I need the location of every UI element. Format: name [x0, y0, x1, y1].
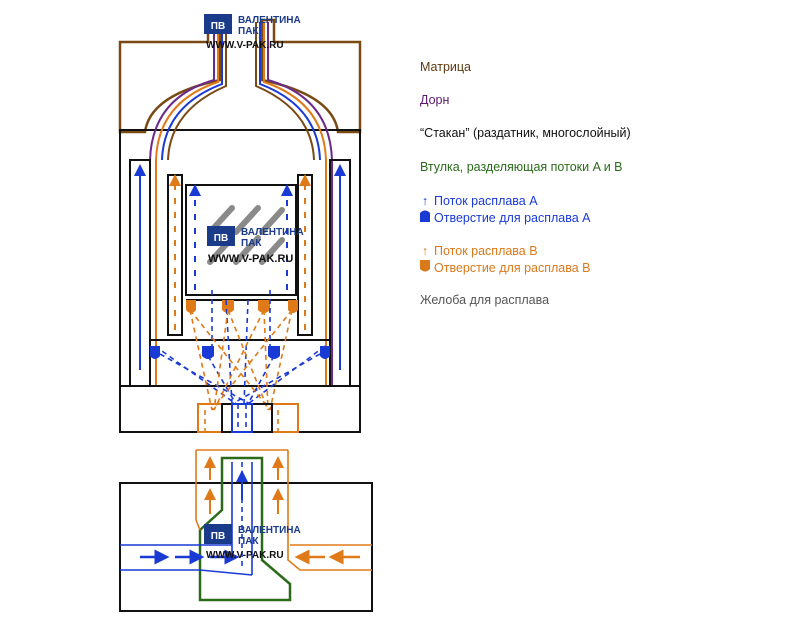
- watermark-bottom: ПВ ВАЛЕНТИНА ПАК WWW.V-PAK.RU: [204, 524, 301, 561]
- cup-walls: [129, 159, 351, 387]
- legend-hole-b: Отверстие для расплава B: [420, 260, 591, 276]
- legend-mandrel: Дорн: [420, 93, 449, 108]
- legend-die: Матрица: [420, 60, 471, 75]
- svg-text:ПВ: ПВ: [211, 21, 225, 32]
- legend-flow-a: ↑ Поток расплава A: [420, 194, 538, 209]
- legend-sleeve: Втулка, разделяющая потоки A и B: [420, 160, 622, 175]
- svg-text:ПВ: ПВ: [211, 531, 225, 542]
- legend-die-label: Матрица: [420, 60, 472, 74]
- holes-flow-a: [150, 346, 330, 359]
- svg-text:WWW.V-PAK.RU: WWW.V-PAK.RU: [206, 40, 284, 51]
- svg-text:WWW.V-PAK.RU: WWW.V-PAK.RU: [208, 253, 293, 265]
- flow-b-arrows-lower: [204, 456, 360, 565]
- mandrel-channel: [149, 22, 333, 385]
- hole-b-icon: [420, 260, 430, 276]
- up-arrow-icon: ↑: [421, 244, 429, 258]
- legend-hole-a-label: Отверстие для расплава A: [434, 211, 591, 225]
- flow-a-arrows-lower: [140, 470, 248, 565]
- svg-text:ВАЛЕНТИНА: ВАЛЕНТИНА: [241, 227, 304, 238]
- up-arrow-icon: ↑: [421, 194, 429, 208]
- legend-flow-a-label: Поток расплава A: [434, 194, 538, 208]
- holes-flow-b: [186, 300, 298, 313]
- hole-a-icon: [420, 210, 430, 226]
- svg-text:ВАЛЕНТИНА: ВАЛЕНТИНА: [238, 525, 301, 536]
- lower-body: [119, 482, 373, 612]
- watermark-top: ПВ ВАЛЕНТИНА ПАК WWW.V-PAK.RU: [204, 14, 301, 51]
- legend-channels-label: Желоба для расплава: [420, 293, 550, 307]
- legend-sleeve-label: Втулка, разделяющая потоки A и B: [420, 160, 623, 174]
- legend-mandrel-label: Дорн: [420, 93, 450, 107]
- watermark-middle: ПВ ВАЛЕНТИНА ПАК WWW.V-PAK.RU: [207, 226, 304, 265]
- lower-assembly: [119, 449, 373, 612]
- legend-flow-b: ↑ Поток расплава B: [420, 244, 538, 259]
- flow-arrows-upper: [134, 164, 346, 370]
- legend-flow-b-label: Поток расплава B: [434, 244, 538, 258]
- upper-assembly: [118, 18, 362, 433]
- legend-channels: Желоба для расплава: [420, 293, 549, 308]
- svg-text:ПВ: ПВ: [214, 233, 228, 244]
- svg-text:ПАК: ПАК: [238, 26, 259, 37]
- legend-cup-label: “Стакан” (раздатник, многослойный): [420, 126, 631, 140]
- legend-cup: “Стакан” (раздатник, многослойный): [420, 126, 631, 141]
- svg-text:ПАК: ПАК: [241, 238, 262, 249]
- legend-hole-b-label: Отверстие для расплава B: [434, 261, 591, 275]
- svg-text:ПАК: ПАК: [238, 536, 259, 547]
- flow-fan-lines: [154, 290, 326, 432]
- legend-hole-a: Отверстие для расплава A: [420, 210, 591, 226]
- svg-text:WWW.V-PAK.RU: WWW.V-PAK.RU: [206, 550, 284, 561]
- sleeve-outline: [198, 456, 292, 602]
- svg-text:ВАЛЕНТИНА: ВАЛЕНТИНА: [238, 15, 301, 26]
